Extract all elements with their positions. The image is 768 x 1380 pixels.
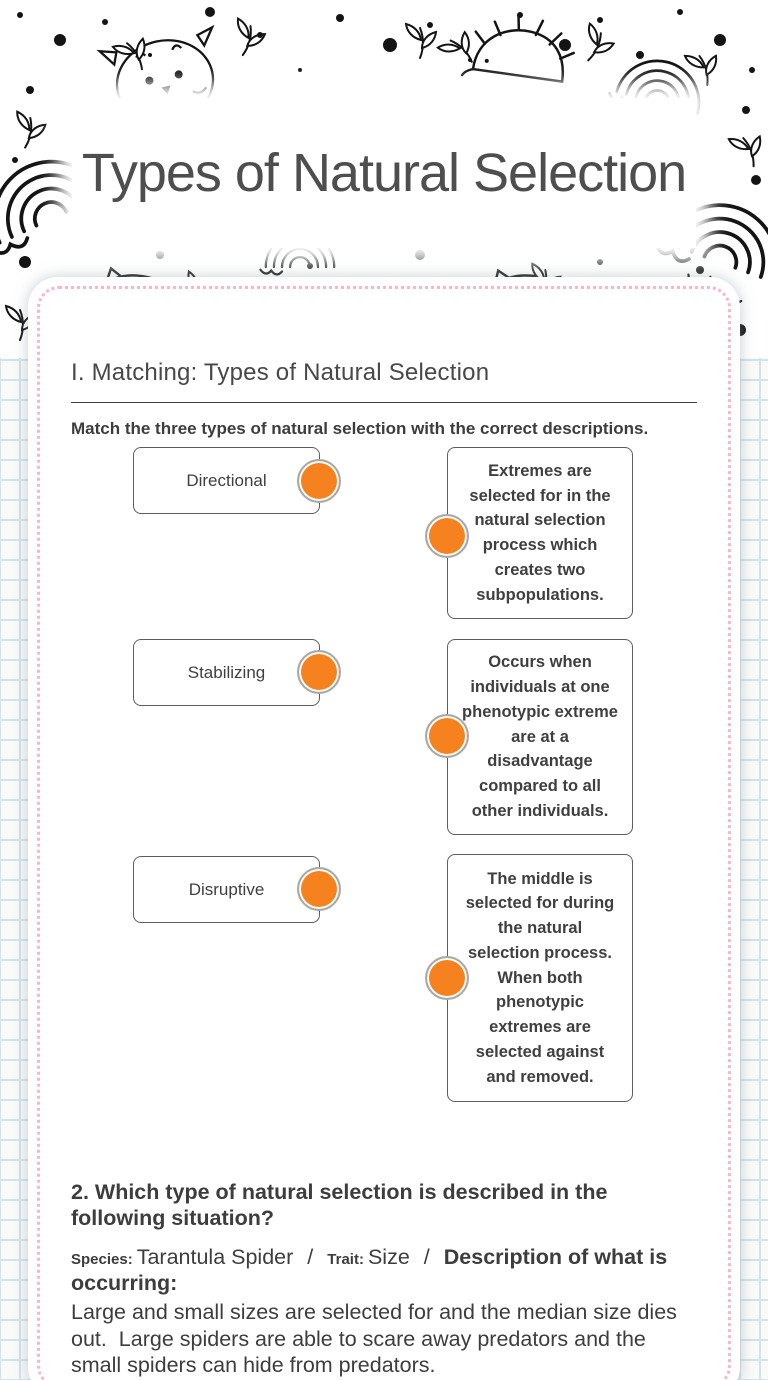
term-box-stabilizing[interactable]: Stabilizing bbox=[133, 639, 320, 706]
animal-doodle-pattern bbox=[0, 7, 768, 358]
description-text: Extremes are selected for in the natural… bbox=[469, 461, 611, 604]
description-text: Occurs when individuals at one phenotypi… bbox=[462, 653, 618, 820]
term-box-directional[interactable]: Directional bbox=[133, 447, 320, 514]
scenario-text: Large and small sizes are selected for a… bbox=[71, 1300, 677, 1377]
description-text: The middle is selected for during the na… bbox=[465, 869, 615, 1086]
term-label: Directional bbox=[186, 470, 267, 490]
term-handle-directional-icon[interactable] bbox=[297, 459, 341, 503]
term-handle-stabilizing-icon[interactable] bbox=[297, 650, 341, 694]
question2-meta-line: Species:Tarantula Spider / Trait:Size /Desc… bbox=[71, 1244, 697, 1298]
card-dotted-frame: I. Matching: Types of Natural Selection … bbox=[37, 286, 731, 1380]
worksheet-card: I. Matching: Types of Natural Selection … bbox=[28, 277, 740, 1380]
question2-section: 2. Which type of natural selection is de… bbox=[71, 1180, 697, 1378]
description-box-3[interactable]: The middle is selected for during the na… bbox=[447, 854, 633, 1102]
heading-divider bbox=[71, 402, 697, 403]
trait-label: Trait: bbox=[327, 1250, 364, 1268]
species-label: Species: bbox=[71, 1250, 133, 1268]
term-label: Disruptive bbox=[188, 879, 265, 899]
matching-instructions: Match the three types of natural selecti… bbox=[71, 419, 649, 438]
matching-widget: Directional Stabilizing Disruptive Extre… bbox=[71, 447, 697, 1102]
species-value: Tarantula Spider bbox=[136, 1244, 294, 1269]
description-box-1[interactable]: Extremes are selected for in the natural… bbox=[447, 447, 633, 619]
description-of-occurring-label: Description of what is occurring: bbox=[71, 1244, 668, 1296]
question2-heading: 2. Which type of natural selection is de… bbox=[71, 1180, 608, 1230]
description-handle-1-icon[interactable] bbox=[425, 514, 469, 558]
separator-slash: / bbox=[423, 1244, 430, 1269]
trait-value: Size bbox=[367, 1244, 410, 1269]
worksheet-title: Types of Natural Selection bbox=[81, 142, 687, 203]
description-handle-3-icon[interactable] bbox=[425, 956, 469, 1000]
separator-slash: / bbox=[307, 1244, 314, 1269]
term-label: Stabilizing bbox=[187, 662, 266, 682]
title-band: Types of Natural Selection bbox=[72, 98, 696, 248]
section1-heading: I. Matching: Types of Natural Selection bbox=[71, 359, 490, 386]
term-handle-disruptive-icon[interactable] bbox=[297, 867, 341, 911]
term-box-disruptive[interactable]: Disruptive bbox=[133, 856, 320, 923]
description-handle-2-icon[interactable] bbox=[425, 714, 469, 758]
description-box-2[interactable]: Occurs when individuals at one phenotypi… bbox=[447, 639, 633, 835]
